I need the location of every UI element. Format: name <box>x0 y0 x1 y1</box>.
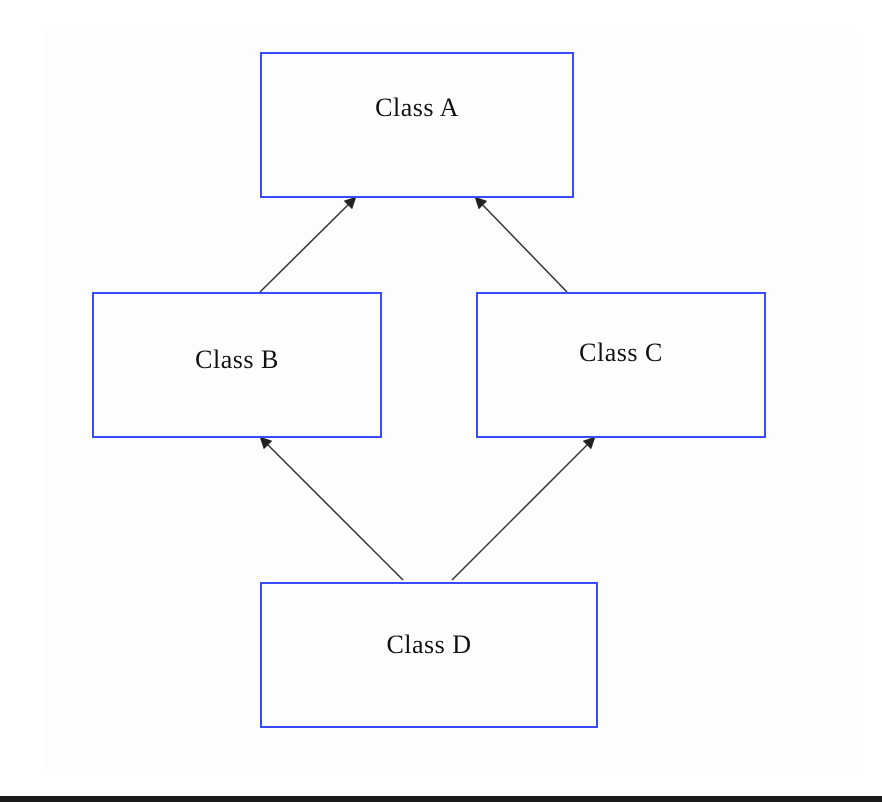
class-d-node[interactable]: Class D <box>260 582 598 728</box>
class-d-label: Class D <box>386 630 472 659</box>
class-a-node[interactable]: Class A <box>260 52 574 198</box>
class-a-label: Class A <box>375 93 459 122</box>
edge-b-to-a <box>259 196 357 293</box>
edge-d-to-b <box>259 436 404 581</box>
class-b-node[interactable]: Class B <box>92 292 382 438</box>
edge-d-to-c <box>451 436 596 581</box>
class-b-label: Class B <box>195 345 279 374</box>
bottom-border <box>0 796 882 802</box>
edge-c-to-a <box>474 196 568 293</box>
class-c-node[interactable]: Class C <box>476 292 766 438</box>
class-c-label: Class C <box>579 338 663 367</box>
